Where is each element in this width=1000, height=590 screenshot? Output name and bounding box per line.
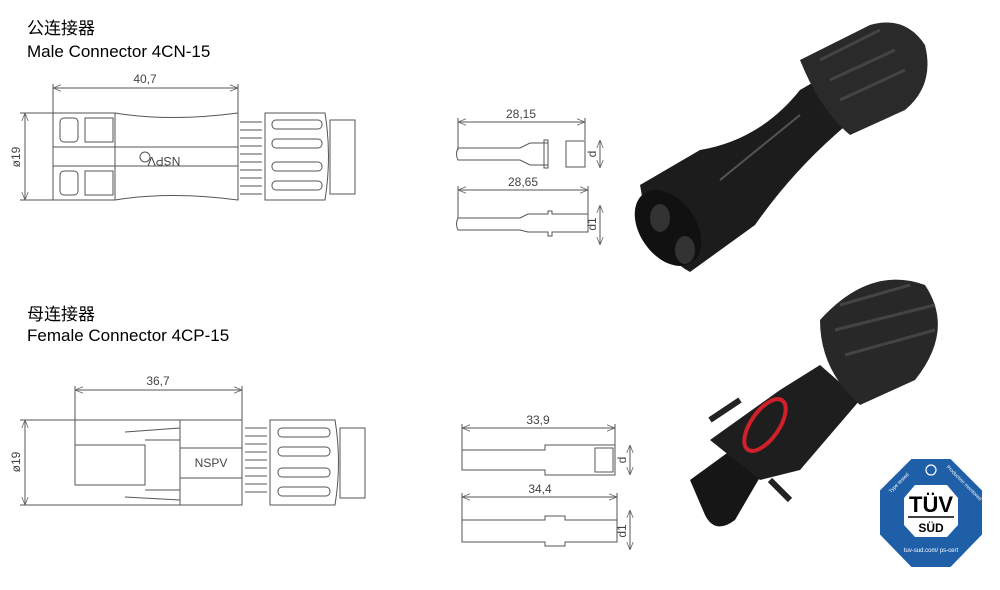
badge-main: TÜV xyxy=(909,492,953,517)
male-pin-dia-1: d xyxy=(585,151,599,158)
male-drawing xyxy=(20,84,356,201)
male-diameter-label: ø19 xyxy=(9,146,23,167)
badge-url: tuv-sud.com/ ps-cert xyxy=(904,548,959,554)
male-pin-length-2: 28,65 xyxy=(508,175,538,189)
female-title-en: Female Connector 4CP-15 xyxy=(27,326,230,345)
male-title-en: Male Connector 4CN-15 xyxy=(27,42,211,61)
female-pin-drawings xyxy=(461,424,630,550)
male-title-cn: 公连接器 xyxy=(27,19,95,38)
female-pin-length-1: 33,9 xyxy=(526,413,550,427)
female-pin-dia-2: d1 xyxy=(615,524,629,538)
tuv-sud-badge: TÜV SÜD tuv-sud.com/ ps-cert Type tested… xyxy=(878,457,984,569)
male-brand-mark: NSPV xyxy=(148,154,181,168)
female-length-label: 36,7 xyxy=(146,374,170,388)
male-pin-drawings xyxy=(456,118,601,245)
female-brand-mark: NSPV xyxy=(195,456,228,470)
male-length-label: 40,7 xyxy=(133,72,157,86)
male-pin-dia-2: d1 xyxy=(585,217,599,231)
female-drawing xyxy=(20,386,366,506)
female-pin-dia-1: d xyxy=(615,457,629,464)
female-pin-length-2: 34,4 xyxy=(528,482,552,496)
badge-s-icon xyxy=(925,464,937,476)
female-connector-photo xyxy=(690,279,938,527)
male-pin-length-1: 28,15 xyxy=(506,107,536,121)
male-connector-photo xyxy=(634,22,928,272)
female-diameter-label: ø19 xyxy=(9,451,23,472)
badge-sub: SÜD xyxy=(918,520,944,535)
female-title-cn: 母连接器 xyxy=(27,305,95,324)
